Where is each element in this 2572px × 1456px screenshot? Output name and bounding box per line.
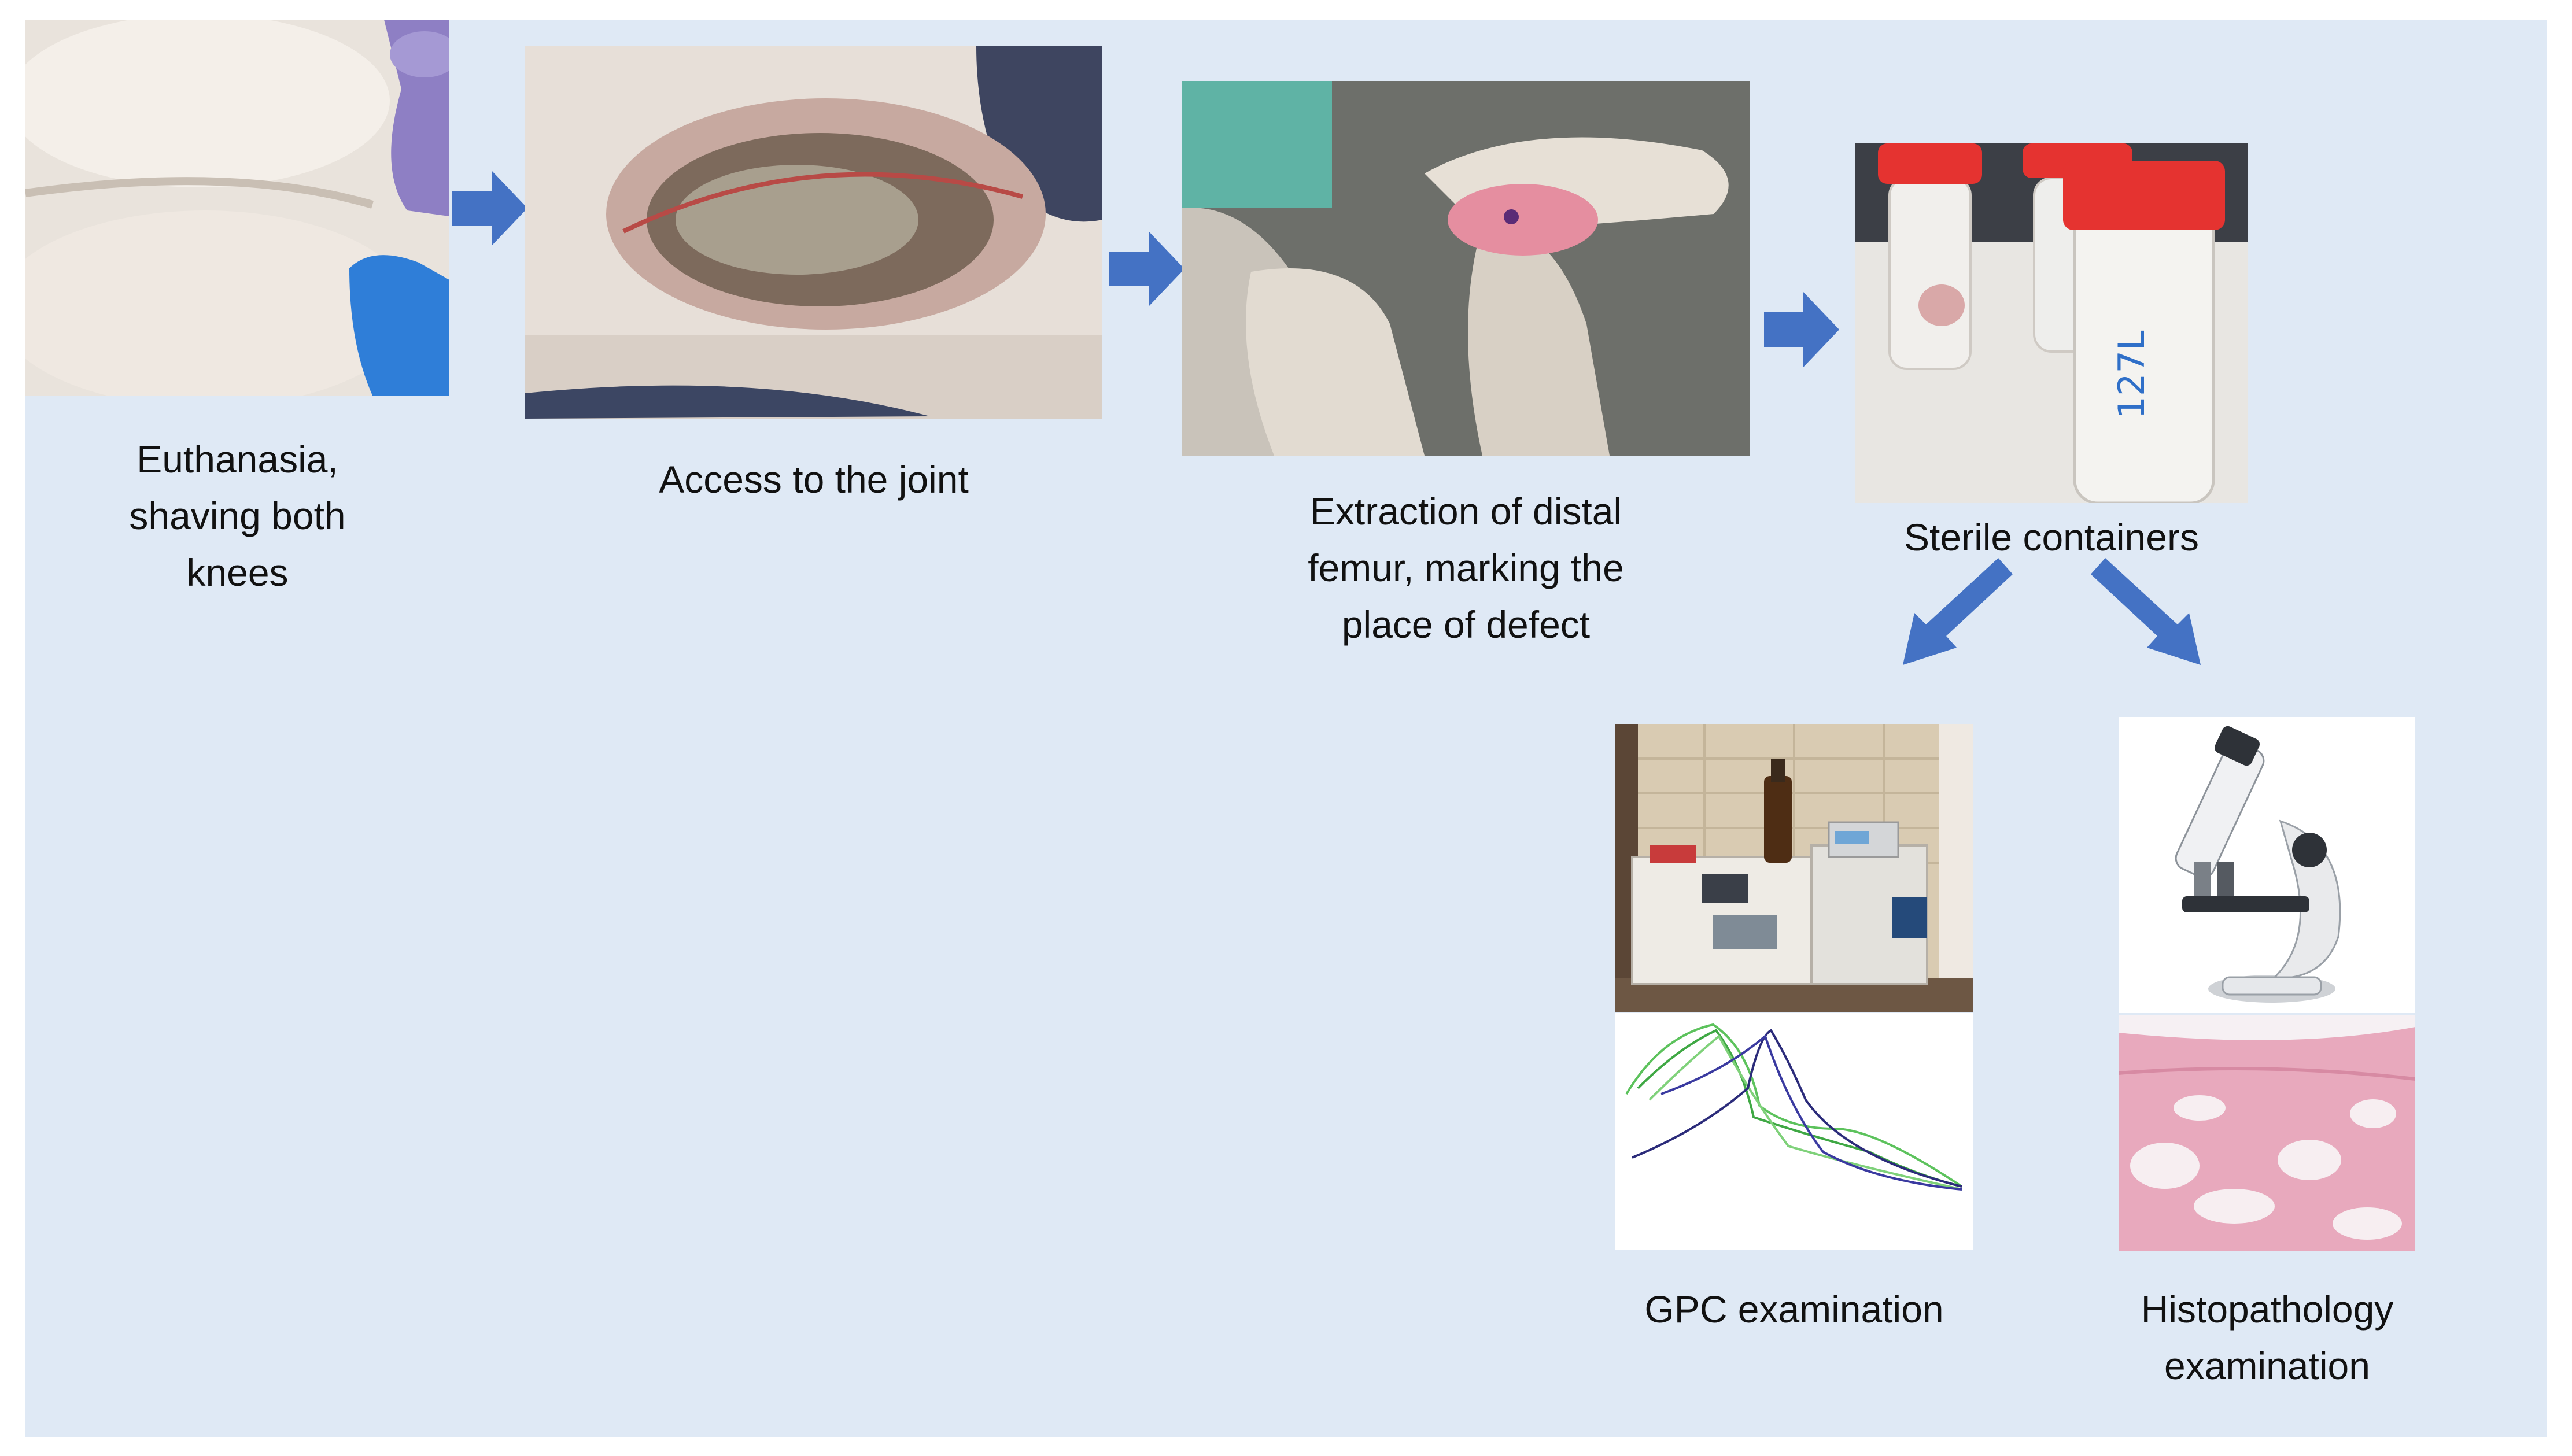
tube-label: 127L	[2110, 330, 2153, 419]
sterile-tubes-photo: 127L	[1855, 143, 2248, 503]
femur-extraction-photo	[1182, 81, 1750, 456]
histology-section-photo	[2119, 1015, 2415, 1251]
open-joint-photo	[525, 46, 1102, 419]
histopathology-caption: Histopathology examination	[2141, 1288, 2394, 1387]
arrow-right-icon	[452, 171, 527, 246]
arrow-down-left-icon	[1897, 558, 2013, 665]
microscope-image	[2119, 717, 2415, 1013]
gpc-caption: GPC examination	[1644, 1288, 1944, 1331]
shaved-knees-photo	[25, 20, 449, 396]
step-access-caption: Access to the joint	[659, 458, 969, 501]
arrow-right-icon	[1764, 292, 1839, 367]
gpc-instrument-photo	[1615, 724, 1973, 1012]
step-containers-caption: Sterile containers	[1904, 516, 2199, 559]
gpc-chromatogram	[1615, 1013, 1973, 1250]
step-euthanasia-caption: Euthanasia, shaving both knees	[129, 438, 346, 594]
arrow-down-right-icon	[2091, 558, 2206, 665]
step-extraction-caption: Extraction of distal femur, marking the …	[1308, 490, 1624, 646]
arrow-right-icon	[1109, 231, 1184, 306]
